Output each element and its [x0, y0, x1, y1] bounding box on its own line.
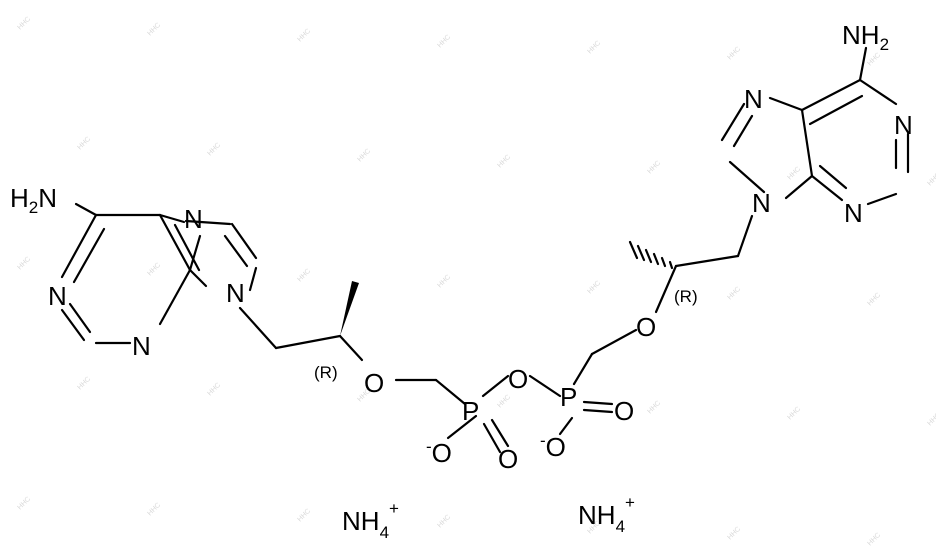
- left-stereo-label: (R): [314, 363, 338, 382]
- watermark-mark: HHC: [146, 22, 162, 38]
- watermark-mark: HHC: [436, 274, 452, 290]
- left-n7-label: N: [184, 204, 203, 234]
- watermark-mark: HHC: [866, 52, 882, 68]
- phosphate-bridge: [446, 328, 638, 454]
- left-n9-label: N: [226, 278, 245, 308]
- watermark-mark: HHC: [926, 412, 936, 428]
- left-p-double-oxygen: O: [498, 444, 518, 474]
- watermark-mark: HHC: [496, 394, 512, 410]
- right-n9-label: N: [752, 188, 771, 218]
- watermark-mark: HHC: [926, 172, 936, 188]
- right-n3-label: N: [844, 198, 863, 228]
- watermark-mark: HHC: [866, 292, 882, 308]
- ammonium-ion-2: NH4+: [578, 493, 635, 536]
- watermark-mark: HHC: [646, 160, 662, 176]
- left-adenine: [60, 202, 258, 345]
- right-ether-oxygen: O: [636, 312, 656, 342]
- watermark-layer: HHC HHC HHC HHC HHC HHC HHC HHC HHC HHC HHC HHC HHC H…: [16, 16, 936, 548]
- left-ether-oxygen: O: [364, 368, 384, 398]
- right-side-chain: [628, 214, 754, 314]
- watermark-mark: HHC: [206, 142, 222, 158]
- watermark-mark: HHC: [866, 532, 882, 548]
- watermark-mark: HHC: [16, 256, 32, 272]
- watermark-mark: HHC: [76, 136, 92, 152]
- right-p-double-oxygen: O: [614, 396, 634, 426]
- watermark-mark: HHC: [206, 382, 222, 398]
- left-oxide-anion: -O: [426, 437, 452, 468]
- watermark-mark: HHC: [16, 16, 32, 32]
- right-n7-label: N: [744, 84, 763, 114]
- watermark-mark: HHC: [146, 502, 162, 518]
- watermark-mark: HHC: [586, 280, 602, 296]
- right-adenine: [720, 46, 910, 206]
- watermark-mark: HHC: [726, 526, 742, 542]
- right-amine-label: NH2: [842, 20, 889, 54]
- watermark-mark: HHC: [786, 406, 802, 422]
- right-oxide-anion: -O: [540, 431, 566, 462]
- watermark-mark: HHC: [296, 28, 312, 44]
- watermark-mark: HHC: [296, 508, 312, 524]
- watermark-mark: HHC: [726, 46, 742, 62]
- watermark-mark: HHC: [16, 496, 32, 512]
- left-n3-label: N: [132, 331, 151, 361]
- right-n1-label: N: [894, 110, 913, 140]
- right-stereo-label: (R): [674, 287, 698, 306]
- ammonium-ion-1: NH4+: [342, 499, 399, 542]
- watermark-mark: HHC: [436, 34, 452, 50]
- watermark-mark: HHC: [726, 286, 742, 302]
- watermark-mark: HHC: [646, 400, 662, 416]
- right-phosphorus: P: [560, 382, 577, 412]
- watermark-mark: HHC: [786, 166, 802, 182]
- left-amine-label: H2N: [10, 183, 57, 217]
- hashed-wedge: [628, 240, 674, 270]
- left-n1-label: N: [48, 281, 67, 311]
- left-phosphorus: P: [462, 396, 479, 426]
- watermark-mark: HHC: [296, 268, 312, 284]
- watermark-mark: HHC: [76, 376, 92, 392]
- left-side-chain: [238, 281, 467, 406]
- watermark-mark: HHC: [586, 40, 602, 56]
- watermark-mark: HHC: [496, 154, 512, 170]
- watermark-mark: HHC: [146, 262, 162, 278]
- watermark-mark: HHC: [356, 148, 372, 164]
- watermark-mark: HHC: [436, 514, 452, 530]
- bridge-oxygen: O: [508, 364, 528, 394]
